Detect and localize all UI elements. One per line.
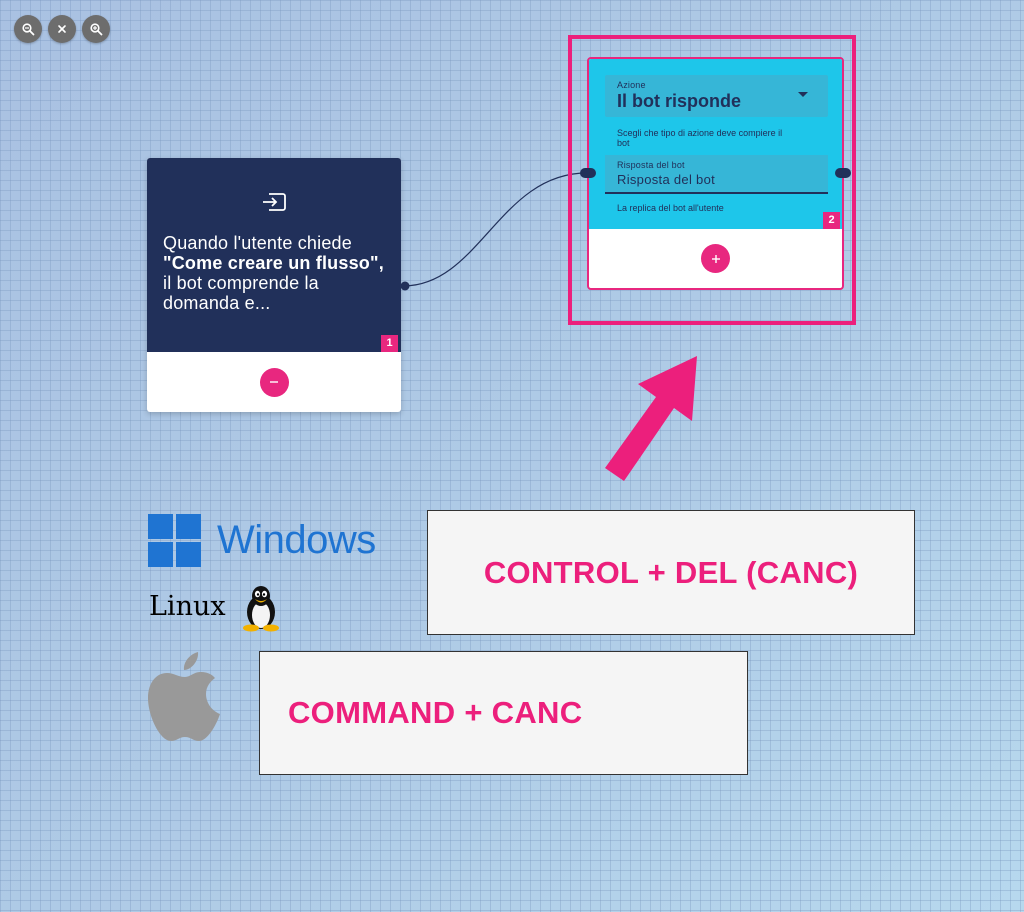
remove-button[interactable] <box>259 367 289 397</box>
shortcut-mac: COMMAND + CANC <box>259 651 748 775</box>
action-helper-text: Scegli che tipo di azione deve compiere … <box>617 128 783 148</box>
action-select[interactable]: Azione Il bot risponde <box>605 75 828 117</box>
action-node[interactable]: Azione Il bot risponde Scegli che tipo d… <box>587 57 844 290</box>
zoom-out-icon <box>22 23 35 36</box>
action-label: Azione <box>617 80 646 90</box>
action-node-body: Azione Il bot risponde Scegli che tipo d… <box>589 59 842 229</box>
pointer-arrow <box>605 356 697 481</box>
trigger-node[interactable]: Quando l'utente chiede "Come creare un f… <box>147 158 401 412</box>
trigger-text-part1: Quando l'utente chiede <box>163 233 352 253</box>
close-icon <box>58 25 66 33</box>
zoom-in-button[interactable] <box>82 15 110 43</box>
trigger-description: Quando l'utente chiede "Come creare un f… <box>163 233 388 313</box>
trigger-text-bold: "Come creare un flusso", <box>163 253 384 273</box>
reply-value: Risposta del bot <box>617 172 716 187</box>
apple-icon <box>148 652 220 741</box>
reply-helper-text: La replica del bot all'utente <box>617 203 724 213</box>
shortcut-windows-linux: CONTROL + DEL (CANC) <box>427 510 915 635</box>
linux-wordmark: Linux <box>149 591 226 622</box>
canvas-controls <box>14 15 110 43</box>
node1-output-handle[interactable] <box>400 281 410 291</box>
node-number: 2 <box>823 212 840 229</box>
selection-highlight <box>568 35 856 325</box>
trigger-node-body: Quando l'utente chiede "Come creare un f… <box>147 158 401 352</box>
zoom-out-button[interactable] <box>14 15 42 43</box>
windows-wordmark: Windows <box>217 518 376 562</box>
zoom-in-icon <box>90 23 103 36</box>
add-button[interactable] <box>701 244 730 273</box>
input-icon <box>263 193 286 211</box>
connector-line <box>403 172 589 287</box>
minus-icon <box>270 381 278 383</box>
reply-label: Risposta del bot <box>617 160 685 170</box>
plus-icon <box>711 254 720 263</box>
caret-down-icon <box>798 92 808 97</box>
windows-logo-icon <box>148 514 201 567</box>
reply-input[interactable]: Risposta del bot Risposta del bot <box>605 155 828 194</box>
trigger-text-part2: il bot comprende la domanda e... <box>163 273 319 313</box>
tux-penguin-icon <box>243 586 279 632</box>
trigger-node-footer <box>147 352 401 412</box>
node2-output-handle[interactable] <box>835 168 851 178</box>
reset-button[interactable] <box>48 15 76 43</box>
node-number: 1 <box>381 335 398 352</box>
node2-input-handle[interactable] <box>580 168 596 178</box>
action-value: Il bot risponde <box>617 91 741 111</box>
action-node-footer <box>589 229 842 288</box>
